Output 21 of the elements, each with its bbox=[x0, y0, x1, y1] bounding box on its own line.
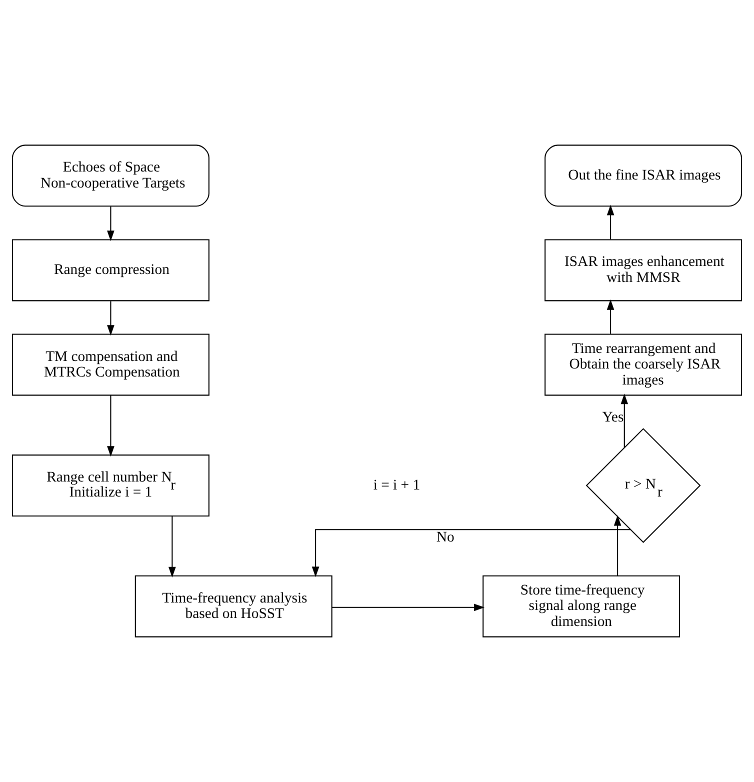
node-box: Echoes of Space Non-cooperative Targets bbox=[12, 144, 210, 207]
arrow bbox=[107, 301, 114, 336]
node-box: Time rearrangement and Obtain the coarsely ISAR images bbox=[544, 334, 742, 396]
arrow bbox=[606, 299, 614, 334]
edge-label: Yes bbox=[602, 410, 624, 426]
node-box: Time-frequency analysis based on HoSST bbox=[134, 575, 332, 638]
arrow bbox=[332, 604, 485, 612]
arrow bbox=[312, 529, 630, 578]
node-box: Out the fine ISAR images bbox=[544, 144, 742, 207]
arrow bbox=[614, 515, 622, 576]
label: i = i + 1 bbox=[373, 477, 420, 494]
arrow bbox=[620, 394, 628, 448]
arrow bbox=[606, 204, 614, 240]
node-box: Store time-frequency signal along range dimension bbox=[482, 575, 680, 638]
node-box: Range compression bbox=[12, 239, 210, 302]
node-box: TM compensation and MTRCs Compensation bbox=[12, 334, 210, 396]
arrow bbox=[168, 516, 176, 578]
edge-label: No bbox=[436, 529, 454, 546]
node-box: ISAR images enhancement with MMSR bbox=[544, 239, 742, 302]
arrow bbox=[107, 395, 114, 457]
arrow bbox=[107, 206, 114, 242]
